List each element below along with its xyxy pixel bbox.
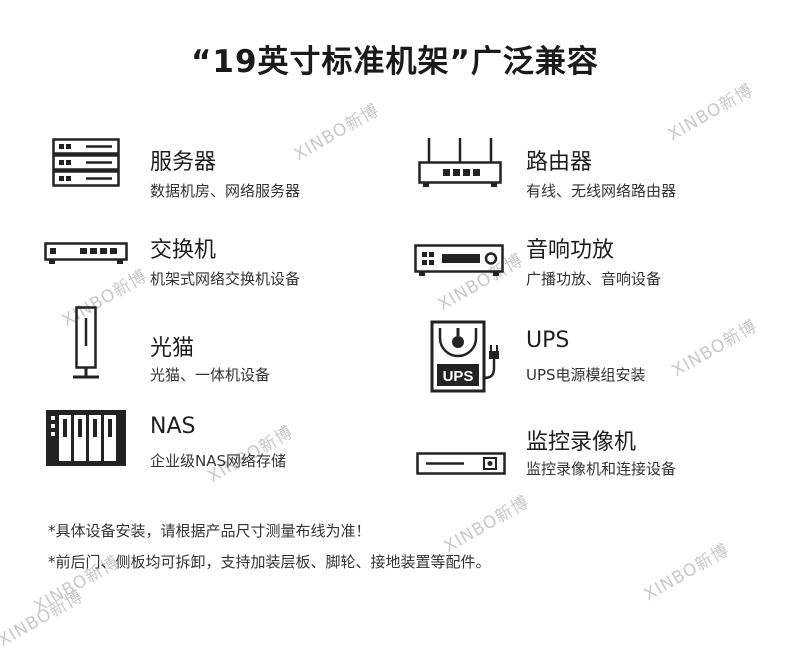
watermark: XINBO新博 — [664, 80, 758, 146]
page-title: “19英寸标准机架”广泛兼容 — [191, 44, 599, 80]
device-description: 监控录像机和连接设备 — [526, 460, 677, 478]
watermark: XINBO新博 — [668, 316, 762, 382]
device-name: NAS — [150, 414, 196, 439]
nas-icon — [46, 410, 126, 466]
footnote: *具体设备安装，请根据产品尺寸测量布线为准！ — [48, 522, 371, 540]
ups-icon: UPS — [430, 320, 499, 393]
watermark: XINBO新博 — [290, 100, 384, 166]
device-name: 音响功放 — [526, 238, 615, 263]
device-name: 光猫 — [150, 336, 195, 361]
ups-icon-label: UPS — [443, 368, 474, 385]
watermark: XINBO新博 — [640, 540, 734, 606]
router-icon — [418, 138, 502, 187]
device-description: 数据机房、网络服务器 — [150, 182, 301, 200]
device-description: 有线、无线网络路由器 — [526, 182, 677, 200]
server-icon — [52, 138, 120, 187]
device-description: 机架式网络交换机设备 — [150, 270, 301, 288]
watermark: XINBO新博 — [0, 586, 88, 651]
device-name: 路由器 — [526, 150, 593, 175]
device-description: UPS电源模组安装 — [526, 366, 646, 384]
optical-modem-icon — [73, 306, 99, 379]
device-name: 交换机 — [150, 238, 217, 263]
device-name: 监控录像机 — [526, 430, 637, 455]
device-description: 光猫、一体机设备 — [150, 366, 271, 384]
footnote: *前后门、侧板均可拆卸，支持加装层板、脚轮、接地装置等配件。 — [48, 553, 491, 571]
watermark: XINBO新博 — [440, 492, 534, 558]
amplifier-icon — [414, 244, 504, 276]
switch-icon — [44, 242, 128, 264]
video-recorder-icon — [416, 452, 506, 475]
device-name: UPS — [526, 328, 570, 353]
device-description: 企业级NAS网络存储 — [150, 452, 287, 470]
device-description: 广播功放、音响设备 — [526, 270, 662, 288]
device-name: 服务器 — [150, 150, 217, 175]
